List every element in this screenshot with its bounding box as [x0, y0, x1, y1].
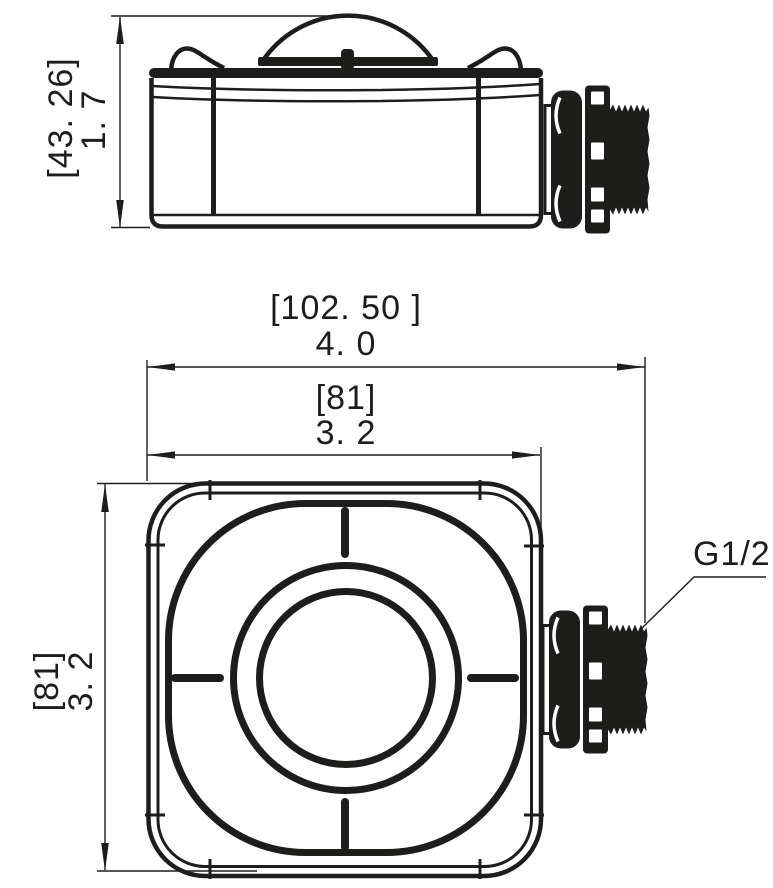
overall-width-dimension: [102. 50 ] 4. 0	[146, 289, 646, 623]
front-body-inner-line	[156, 491, 533, 868]
arrowhead-right	[617, 363, 645, 371]
body-width-inch-label: 3. 2	[316, 414, 377, 452]
front-lens-inner-circle	[256, 588, 436, 768]
front-alignment-ticks	[171, 507, 519, 851]
front-bezel-squircle	[165, 500, 527, 856]
side-view	[149, 13, 652, 236]
arrowhead-down	[101, 843, 109, 871]
side-height-inch-label: 1. 7	[75, 90, 113, 151]
arrowhead-left	[147, 451, 175, 459]
overall-width-inch-label: 4. 0	[316, 325, 377, 363]
overall-width-metric-label: [102. 50 ]	[270, 289, 422, 327]
body-height-dimension: [81] 3. 2	[28, 482, 257, 872]
body-width-metric-label: [81]	[316, 379, 377, 417]
side-lid-seam-1	[151, 82, 541, 92]
side-height-dimension: [43. 26] 1. 7	[42, 15, 345, 229]
leader-line	[640, 576, 766, 630]
arrowhead-up	[101, 484, 109, 512]
side-ear-right	[466, 46, 524, 71]
arrowhead-right	[512, 451, 540, 459]
thread-size-label: G1/2	[693, 535, 771, 573]
arrowhead-down	[116, 200, 124, 228]
side-dome	[260, 13, 436, 64]
front-view	[145, 480, 650, 879]
front-view-connector	[541, 603, 650, 756]
side-view-connector	[543, 83, 652, 236]
body-width-dimension: [81] 3. 2	[147, 379, 542, 546]
body-height-metric-label: [81]	[28, 651, 66, 712]
front-body-outline	[146, 481, 544, 879]
body-height-inch-label: 3. 2	[62, 651, 100, 712]
side-body-outline	[149, 78, 544, 229]
arrowhead-left	[147, 363, 175, 371]
side-lid-seam-2	[151, 93, 541, 103]
side-dome-nub	[341, 49, 354, 70]
arrowhead-up	[116, 16, 124, 44]
side-ear-left	[168, 46, 226, 71]
thread-callout: G1/2	[640, 535, 771, 630]
front-lens-outer-circle	[230, 562, 462, 794]
side-height-metric-label: [43. 26]	[42, 57, 80, 178]
side-lid	[149, 68, 543, 78]
